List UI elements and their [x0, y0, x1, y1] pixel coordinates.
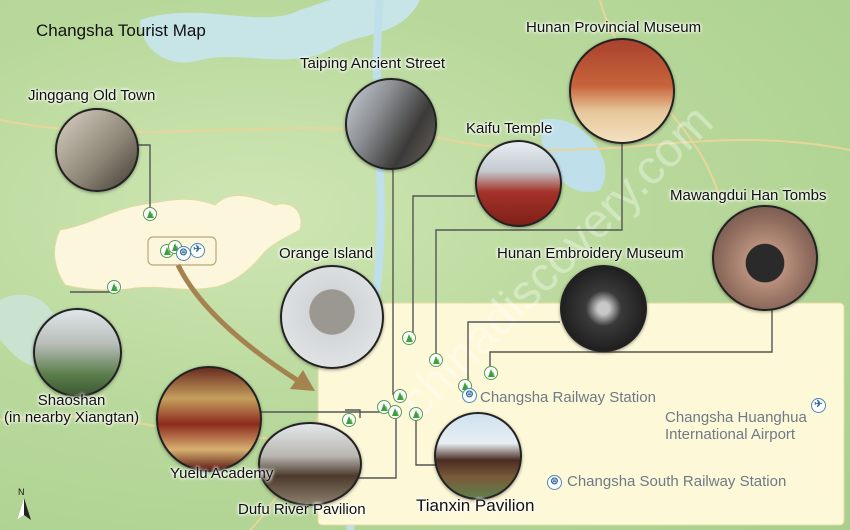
mawangdui-han-tombs-photo[interactable] [712, 205, 818, 311]
connector-mawangdui [489, 305, 773, 372]
mountain-pin-icon[interactable] [409, 407, 423, 421]
mountain-pin-icon[interactable] [393, 389, 407, 403]
mountain-pin-icon[interactable] [143, 207, 157, 221]
airplane-icon[interactable]: ✈ [190, 243, 205, 258]
hunan-provincial-museum-label: Hunan Provincial Museum [526, 19, 702, 36]
changsha-south-station-label: Changsha South Railway Station [567, 473, 787, 490]
tianxin-pavilion-label: Tianxin Pavilion [416, 496, 535, 515]
train-station-icon[interactable]: ⊜ [547, 475, 562, 490]
hunan-embroidery-museum-label: Hunan Embroidery Museum [497, 245, 684, 262]
orange-island-photo[interactable] [280, 265, 384, 369]
yuelu-academy-photo[interactable] [156, 366, 262, 472]
jinggang-old-town-photo[interactable] [55, 108, 139, 192]
shaoshan-photo[interactable] [33, 308, 122, 397]
mawangdui-han-tombs-label: Mawangdui Han Tombs [670, 187, 827, 204]
kaifu-temple-label: Kaifu Temple [466, 120, 553, 137]
connector-orange-island [345, 409, 361, 418]
lake-shape [140, 0, 420, 63]
mountain-pin-icon[interactable] [107, 280, 121, 294]
connector-lines [70, 140, 773, 479]
zoom-arrow [175, 263, 302, 385]
jinggang-old-town-label: Jinggang Old Town [28, 87, 156, 104]
huanghua-airport-label: Changsha Huanghua International Airport [665, 409, 807, 443]
dufu-river-pavilion-photo[interactable] [258, 422, 362, 506]
connector-tianxin [415, 414, 440, 466]
mountain-pin-icon[interactable] [388, 405, 402, 419]
changsha-railway-station-label: Changsha Railway Station [480, 389, 656, 406]
mountain-pin-icon[interactable] [484, 366, 498, 380]
map-title: Changsha Tourist Map [36, 21, 206, 40]
hunan-provincial-museum-photo[interactable] [569, 38, 675, 144]
connector-provincial-museum [435, 140, 623, 358]
inset-box [147, 236, 217, 266]
connector-embroidery [467, 321, 560, 384]
north-arrow-icon [17, 498, 31, 520]
kaifu-temple-photo[interactable] [475, 140, 562, 227]
dufu-river-pavilion-label: Dufu River Pavilion [238, 501, 366, 518]
north-arrow: N [15, 487, 33, 522]
north-label: N [18, 487, 25, 497]
train-station-icon[interactable]: ⊜ [462, 388, 477, 403]
yuelu-academy-label: Yuelu Academy [170, 465, 274, 482]
taiping-ancient-street-photo[interactable] [345, 78, 437, 170]
arrow-head [290, 370, 315, 391]
mountain-pin-icon[interactable] [342, 413, 356, 427]
shaoshan-label: Shaoshan (in nearby Xiangtan) [4, 392, 140, 426]
orange-island-label: Orange Island [279, 245, 374, 262]
mountain-pin-icon[interactable] [429, 353, 443, 367]
mountain-pin-icon[interactable] [458, 379, 472, 393]
tianxin-pavilion-photo[interactable] [434, 412, 522, 500]
road-line [0, 119, 850, 151]
connector-jinggang [135, 144, 151, 213]
train-station-icon[interactable]: ⊜ [176, 246, 191, 261]
airplane-icon[interactable]: ✈ [811, 398, 826, 413]
mountain-pin-icon[interactable] [402, 331, 416, 345]
connector-kaifu [412, 195, 475, 336]
taiping-ancient-street-label: Taiping Ancient Street [300, 55, 446, 72]
hunan-embroidery-museum-photo[interactable] [560, 265, 647, 352]
